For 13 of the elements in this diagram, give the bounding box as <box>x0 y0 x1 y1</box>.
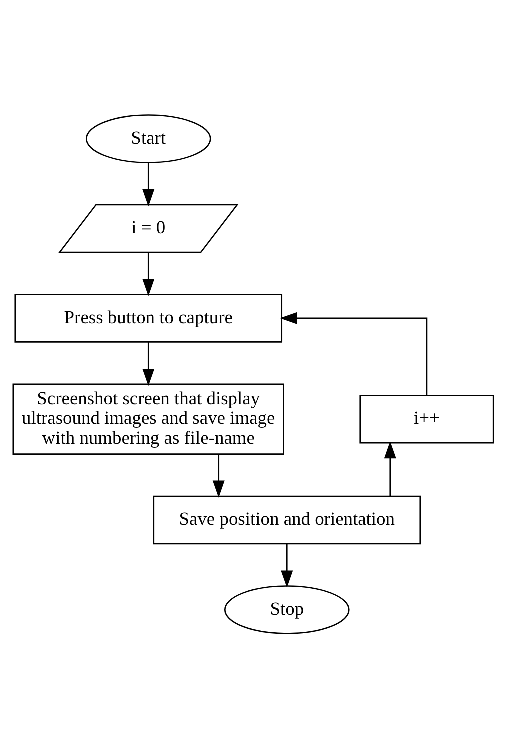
node-ellipse: Start <box>86 114 212 163</box>
node-box: i++ <box>360 394 494 444</box>
node-ellipse: Stop <box>224 585 350 634</box>
arrow <box>142 162 155 206</box>
node-box: Press button to capture <box>14 294 283 342</box>
arrow <box>281 544 294 588</box>
arrow <box>212 454 225 498</box>
arrow <box>280 312 428 395</box>
node-box: Screenshot screen that display ultrasound images and save image with numbering as file-name <box>12 383 284 454</box>
node-box: Save position and orientation <box>153 495 422 544</box>
arrow <box>142 252 155 296</box>
arrow <box>142 342 155 386</box>
arrow <box>384 440 396 496</box>
